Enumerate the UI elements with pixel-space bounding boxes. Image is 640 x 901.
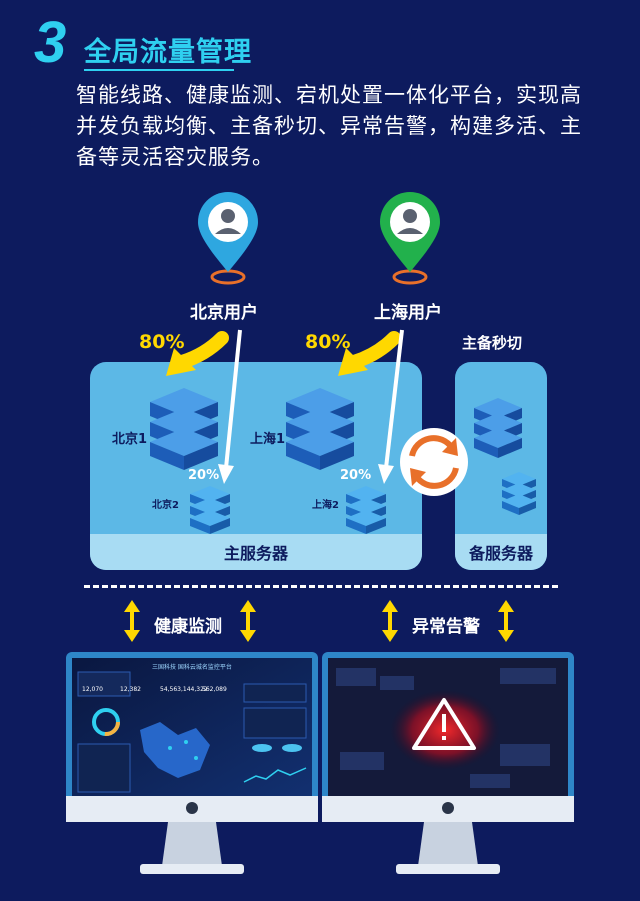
- sh2-server-icon: [346, 486, 386, 534]
- bj1-server-icon: [150, 388, 218, 470]
- section-divider: [84, 585, 558, 588]
- shanghai-secondary-percent: 20%: [340, 468, 372, 483]
- switch-title: 主备秒切: [462, 334, 523, 352]
- section-description: 智能线路、健康监测、宕机处置一体化平台，实现高并发负载均衡、主备秒切、异常告警，…: [76, 83, 582, 169]
- shanghai-user-label: 上海用户: [374, 303, 442, 323]
- sh1-server-icon: [286, 388, 354, 470]
- beijing-secondary-percent: 20%: [188, 468, 220, 483]
- main-server-panel: 主服务器: [90, 362, 422, 570]
- health-monitor-icon: [66, 652, 318, 874]
- section-title: 全局流量管理: [84, 37, 252, 68]
- shanghai-primary-arrow-icon: [338, 331, 401, 376]
- backup-server-panel: 备服务器: [455, 362, 547, 570]
- shanghai-primary-percent: 80%: [305, 331, 351, 353]
- backup-large-server-icon: [474, 398, 522, 458]
- node-bj2-label: 北京2: [152, 500, 179, 511]
- alarm-monitor-icon: [322, 652, 574, 874]
- dashboard-stat-1: 12,070: [82, 686, 103, 693]
- switch-sync-icon: [400, 428, 468, 496]
- dashboard-stat-2: 12,382: [120, 686, 141, 693]
- alarm-left-updown-icon: [382, 600, 398, 642]
- backup-small-server-icon: [502, 472, 536, 515]
- node-sh1-label: 上海1: [250, 432, 286, 447]
- beijing-user-pin-icon: [198, 192, 258, 285]
- beijing-primary-percent: 80%: [139, 331, 185, 353]
- health-monitoring-label: 健康监测: [154, 617, 222, 637]
- node-sh2-label: 上海2: [312, 500, 339, 511]
- shanghai-user-pin-icon: [380, 192, 440, 285]
- bj2-server-icon: [190, 486, 230, 534]
- alarm-right-updown-icon: [498, 600, 514, 642]
- title-underline: [84, 69, 234, 71]
- section-number: 3: [34, 10, 67, 75]
- backup-server-label: 备服务器: [468, 544, 533, 563]
- main-server-footer: 主服务器: [90, 534, 422, 570]
- beijing-secondary-arrow-icon: [218, 329, 242, 484]
- alarm-label: 异常告警: [412, 617, 480, 637]
- shanghai-secondary-arrow-icon: [378, 329, 404, 484]
- dashboard-stat-4: 562,089: [202, 686, 227, 693]
- health-right-updown-icon: [240, 600, 256, 642]
- beijing-user-label: 北京用户: [190, 303, 258, 323]
- main-server-label: 主服务器: [223, 544, 288, 563]
- backup-server-footer: 备服务器: [455, 534, 547, 570]
- health-left-updown-icon: [124, 600, 140, 642]
- node-bj1-label: 北京1: [112, 432, 148, 447]
- dashboard-stat-3: 54,563,144,322: [160, 686, 208, 693]
- dashboard-title: 三国科技 国科云城名监控平台: [152, 664, 232, 671]
- beijing-primary-arrow-icon: [166, 331, 229, 376]
